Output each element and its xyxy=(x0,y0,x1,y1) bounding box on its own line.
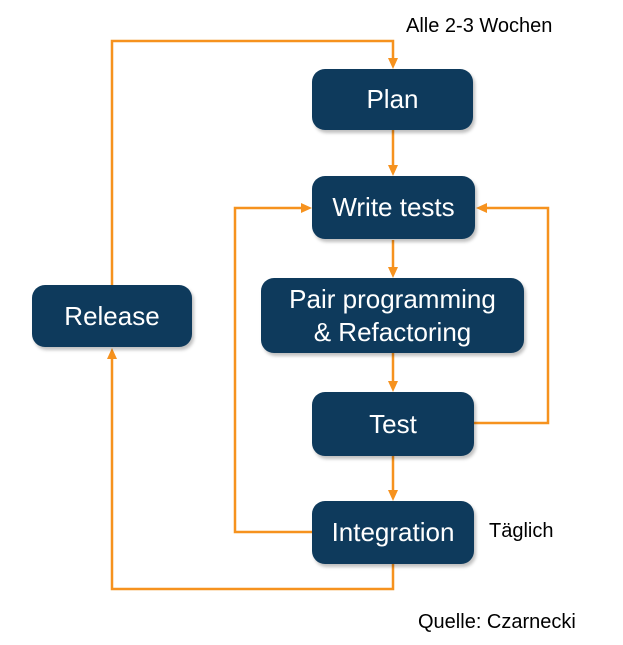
arrow-test-to-write-tests-loop xyxy=(474,203,550,425)
node-plan: Plan xyxy=(312,69,473,130)
node-plan-label: Plan xyxy=(366,84,419,114)
cycle-interval-label: Alle 2-3 Wochen xyxy=(406,15,553,37)
source-credit-label: Quelle: Czarnecki xyxy=(418,611,576,633)
node-write-tests: Write tests xyxy=(312,176,475,239)
daily-interval-label: Täglich xyxy=(489,520,554,542)
node-release: Release xyxy=(32,285,192,347)
node-pair-label-line2: & Refactoring xyxy=(313,316,472,347)
arrow-integration-to-release-loop xyxy=(107,348,395,591)
node-pair-programming-refactoring: Pair programming & Refactoring xyxy=(261,278,524,353)
node-integration-label: Integration xyxy=(331,517,455,547)
arrow-release-to-plan-loop xyxy=(110,39,398,285)
node-pair-label-line1: Pair programming xyxy=(289,283,496,314)
arrow-integration-to-write-tests-loop xyxy=(233,203,312,534)
node-write-tests-label: Write tests xyxy=(332,192,455,222)
node-release-label: Release xyxy=(64,300,160,331)
node-integration: Integration xyxy=(312,501,474,564)
node-test-label: Test xyxy=(369,408,417,439)
node-test: Test xyxy=(312,392,474,456)
